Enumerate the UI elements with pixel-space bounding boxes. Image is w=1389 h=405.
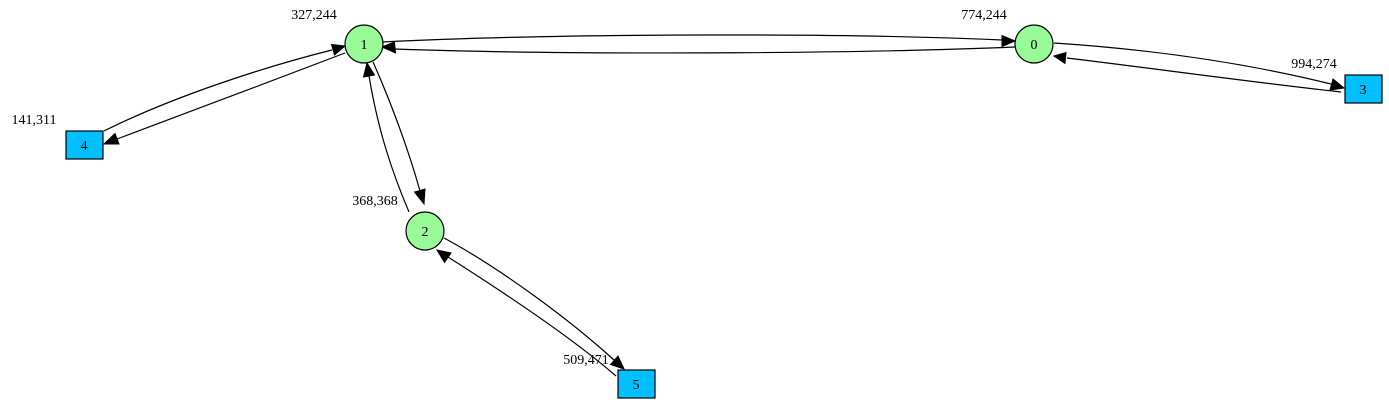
node-3-coord-label: 994,274 xyxy=(1291,57,1337,72)
node-1-coord-label: 327,244 xyxy=(291,8,337,23)
edge-1-to-2 xyxy=(372,61,421,192)
edge-0-to-3 xyxy=(1053,42,1332,85)
node-4-box xyxy=(65,130,104,160)
edge-2-to-1 xyxy=(368,75,410,213)
node-2[interactable]: 2 xyxy=(405,211,445,251)
edge-2-to-5-arrowhead xyxy=(609,355,625,370)
edges-layer xyxy=(102,34,1346,377)
node-0-label: 0 xyxy=(1031,38,1038,53)
node-4-label: 4 xyxy=(81,139,88,154)
edge-3-to-0-arrowhead xyxy=(1052,51,1067,65)
edge-5-to-2 xyxy=(447,256,617,377)
node-0-coord-label: 774,244 xyxy=(961,8,1007,23)
edge-1-to-0-arrowhead xyxy=(1001,34,1017,48)
node-5-coord-label: 509,471 xyxy=(563,353,609,368)
edge-1-to-2-arrowhead xyxy=(413,188,426,206)
edge-3-to-0 xyxy=(1066,57,1342,93)
edge-1-to-0 xyxy=(381,34,1003,43)
node-4[interactable]: 4 xyxy=(65,130,104,160)
edge-2-to-1-arrowhead xyxy=(362,61,376,78)
edge-2-to-5 xyxy=(443,237,615,361)
node-1-circle xyxy=(344,24,384,64)
edge-0-to-1 xyxy=(394,46,1016,54)
node-5[interactable]: 5 xyxy=(617,369,656,399)
node-5-label: 5 xyxy=(633,378,640,393)
node-2-coord-label: 368,368 xyxy=(352,194,398,209)
node-3[interactable]: 3 xyxy=(1344,74,1383,104)
node-0[interactable]: 0 xyxy=(1014,24,1054,64)
coordinate-labels: 774,244 327,244 368,368 994,274 141,311 … xyxy=(12,8,1337,368)
edge-0-to-3-arrowhead xyxy=(1329,78,1346,91)
edge-1-to-4 xyxy=(116,52,346,140)
nodes-layer: 0 1 2 3 4 5 xyxy=(65,24,1383,399)
node-2-label: 2 xyxy=(422,225,429,240)
edge-0-to-1-arrowhead xyxy=(380,41,397,54)
node-0-circle xyxy=(1014,24,1054,64)
edge-1-to-4-arrowhead xyxy=(102,132,120,145)
node-4-coord-label: 141,311 xyxy=(12,113,57,128)
node-1-label: 1 xyxy=(361,38,368,53)
node-2-circle xyxy=(405,211,445,251)
node-5-box xyxy=(617,369,656,399)
node-3-label: 3 xyxy=(1360,83,1367,98)
edge-4-to-1 xyxy=(103,49,333,132)
edge-4-to-1-arrowhead xyxy=(330,43,347,56)
node-3-box xyxy=(1344,74,1383,104)
edge-5-to-2-arrowhead xyxy=(435,249,452,264)
node-1[interactable]: 1 xyxy=(344,24,384,64)
